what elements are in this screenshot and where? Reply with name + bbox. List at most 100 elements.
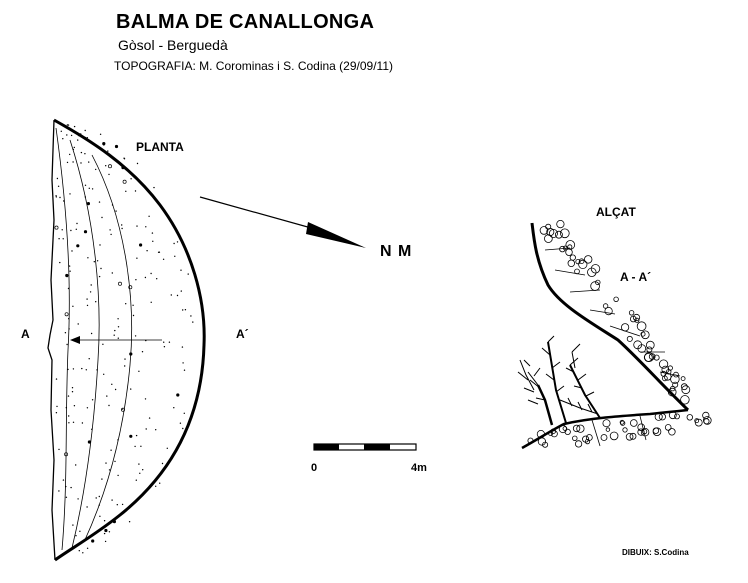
stipple-dot xyxy=(140,445,142,447)
stipple-dot xyxy=(87,440,91,444)
rubble-stone xyxy=(574,268,580,275)
stipple-dot xyxy=(54,225,59,230)
stipple-dot xyxy=(108,173,110,176)
stipple-dot xyxy=(60,130,62,132)
stipple-dot xyxy=(86,506,88,508)
elevation-floor-rubble xyxy=(527,411,712,448)
stipple-dot xyxy=(136,162,139,165)
rubble-stone xyxy=(640,428,650,437)
stipple-dot xyxy=(121,227,123,230)
stipple-dot xyxy=(105,462,107,464)
rubble-stone xyxy=(620,323,630,332)
stipple-dot xyxy=(99,515,101,517)
stipple-dot xyxy=(90,332,93,335)
stipple-dot xyxy=(113,334,115,336)
stipple-dot xyxy=(69,270,71,272)
rubble-stone xyxy=(672,381,679,388)
map-topography-credit: TOPOGRAFIA: M. Corominas i S. Codina (29… xyxy=(114,59,393,73)
stipple-dot xyxy=(144,398,147,400)
stipple-dot xyxy=(173,242,175,245)
stipple-dot xyxy=(111,499,113,501)
rubble-stone xyxy=(629,419,638,427)
stipple-dot xyxy=(78,550,81,552)
stipple-dot xyxy=(145,339,147,342)
stipple-dot xyxy=(62,238,64,240)
stipple-dot xyxy=(110,233,112,236)
rubble-stone xyxy=(574,440,583,448)
elevation-section-label: A - A´ xyxy=(620,270,652,284)
stipple-dot xyxy=(110,449,112,451)
stipple-dot xyxy=(114,144,119,149)
stipple-dot xyxy=(78,134,80,137)
rubble-stone xyxy=(619,419,625,425)
stipple-dot xyxy=(151,232,154,234)
stipple-dot xyxy=(139,243,143,247)
stipple-dot xyxy=(152,240,154,242)
stipple-dot xyxy=(90,284,92,286)
stipple-dot xyxy=(132,314,135,317)
elevation-floor-outline xyxy=(521,408,689,450)
rubble-stone xyxy=(605,427,611,432)
rubble-stone xyxy=(600,434,608,441)
stipple-dot xyxy=(153,186,155,189)
scale-min-label: 0 xyxy=(311,462,318,474)
stipple-dot xyxy=(108,404,110,407)
stipple-dot xyxy=(111,204,114,206)
stipple-dot xyxy=(150,272,152,275)
stipple-dot xyxy=(68,265,71,267)
stipple-dot xyxy=(80,162,82,164)
scale-bar-segment-1 xyxy=(314,444,339,450)
stipple-dot xyxy=(138,370,140,372)
stipple-dot xyxy=(59,261,61,264)
stipple-dot xyxy=(66,275,68,278)
rubble-stone xyxy=(559,228,570,239)
rubble-stone xyxy=(645,340,655,350)
stipple-dot xyxy=(91,188,94,190)
stipple-dot xyxy=(128,521,131,523)
stipple-dot xyxy=(56,177,59,180)
stipple-dot xyxy=(159,482,161,484)
stipple-dot xyxy=(182,362,184,364)
scale-max-label: 4m xyxy=(411,462,427,474)
rubble-stone xyxy=(555,230,563,239)
rubble-stone xyxy=(613,296,619,302)
stipple-dot xyxy=(170,294,172,296)
stipple-dot xyxy=(181,346,184,348)
stipple-dot xyxy=(77,498,79,500)
stipple-dot xyxy=(145,226,147,228)
stipple-dot xyxy=(103,144,105,146)
stipple-dot xyxy=(55,195,57,197)
rubble-stone xyxy=(628,310,635,316)
rubble-stone xyxy=(643,353,653,362)
stipple-dot xyxy=(180,269,182,271)
stipple-dot xyxy=(128,285,133,290)
stipple-dot xyxy=(106,395,108,397)
rubble-stone xyxy=(653,354,660,361)
stipple-dot xyxy=(58,238,60,240)
stipple-dot xyxy=(156,278,158,280)
rubble-stone xyxy=(569,254,576,261)
stipple-dot xyxy=(134,335,137,337)
stipple-dot xyxy=(134,445,136,448)
plan-contour-2 xyxy=(69,139,100,549)
stipple-dot xyxy=(81,422,84,424)
stipple-dot xyxy=(87,257,89,259)
stipple-dot xyxy=(58,490,60,492)
stipple-dot xyxy=(116,504,119,506)
rubble-stone xyxy=(590,264,601,274)
stipple-dot xyxy=(182,427,184,430)
rubble-stone xyxy=(641,428,648,435)
stipple-dot xyxy=(100,267,102,270)
stipple-dot xyxy=(84,153,86,155)
scale-bar-segment-3 xyxy=(364,444,390,450)
stipple-dot xyxy=(118,281,122,286)
stipple-dot xyxy=(86,202,90,206)
stipple-dot xyxy=(55,412,58,414)
rubble-stone xyxy=(572,424,581,433)
plan-back-wall xyxy=(47,119,56,561)
stipple-dot xyxy=(62,138,64,140)
stipple-dot xyxy=(192,321,194,323)
stipple-dot xyxy=(125,303,127,305)
stipple-dot xyxy=(136,257,138,259)
stipple-dot xyxy=(55,196,57,198)
